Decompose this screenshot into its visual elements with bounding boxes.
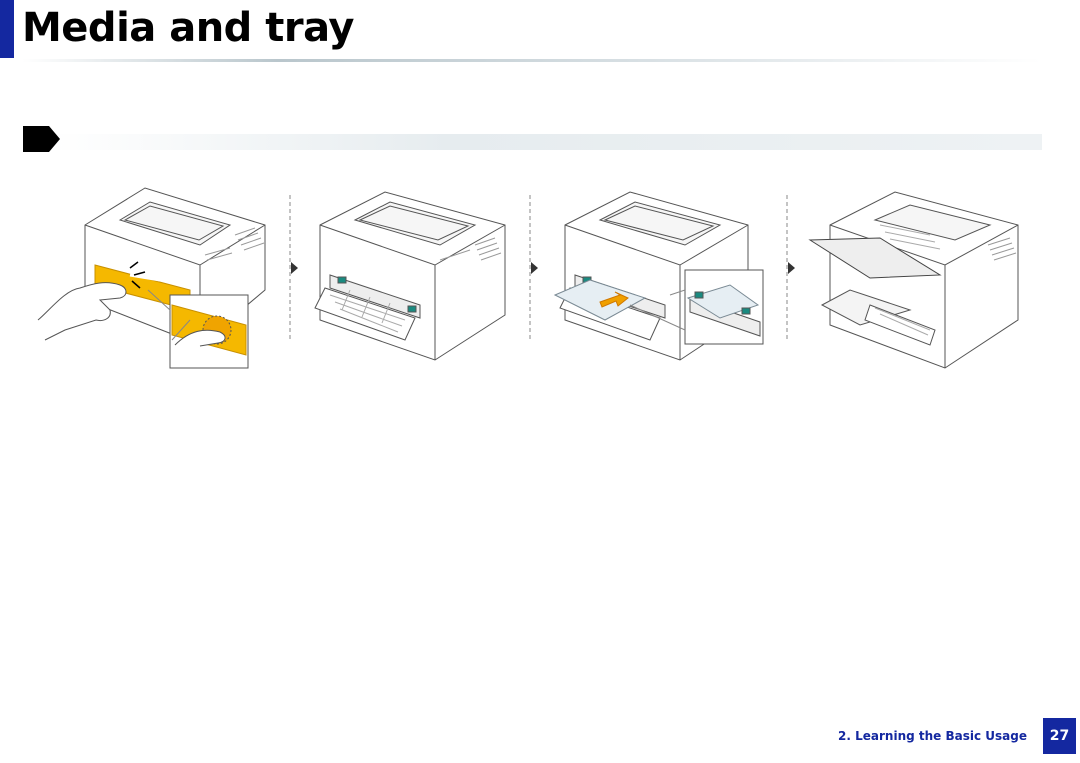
page-number-badge: 27	[1043, 718, 1076, 754]
section-band	[52, 134, 1042, 150]
footer-chapter-link[interactable]: 2. Learning the Basic Usage	[838, 729, 1027, 743]
title-underline	[22, 59, 1042, 62]
arrow-tab-icon	[23, 126, 60, 152]
step-3-printer-illustration	[553, 191, 764, 361]
step-4-printer-illustration	[808, 191, 1019, 369]
page-title: Media and tray	[22, 5, 354, 51]
step-separator-3	[786, 195, 795, 340]
step-1-printer-illustration	[37, 187, 266, 369]
step-separator-2	[529, 195, 538, 340]
step-separator-1	[289, 195, 298, 340]
section-header	[22, 125, 1042, 153]
title-accent-bar	[0, 0, 14, 58]
manual-feed-illustration	[37, 187, 1019, 369]
step-2-printer-illustration	[314, 191, 506, 361]
